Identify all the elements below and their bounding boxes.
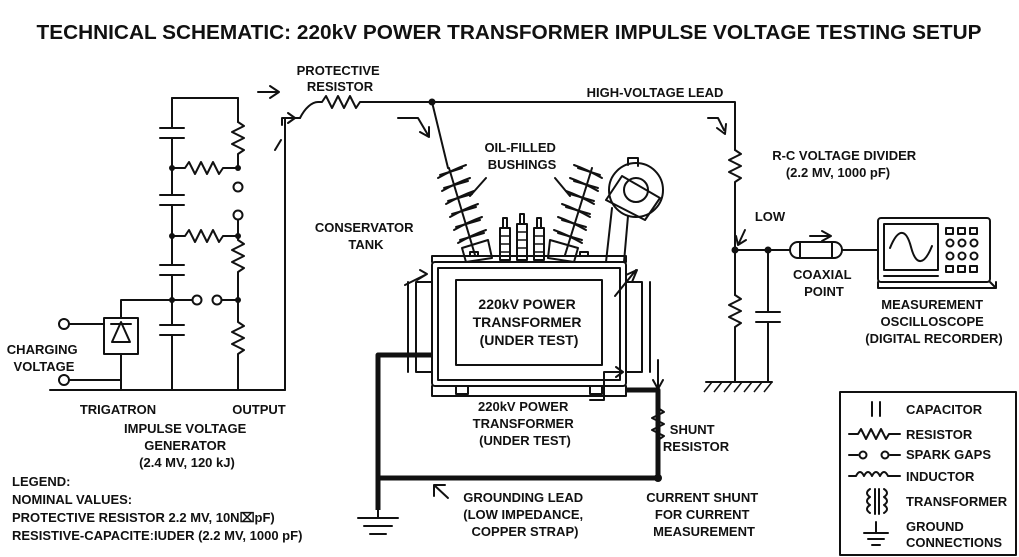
oil-filled-bushings-label: OIL-FILLED BUSHINGS	[484, 140, 559, 172]
legend-connections-label: CONNECTIONS	[906, 535, 1002, 550]
resistor-icon	[848, 428, 901, 440]
transformer-icon	[866, 488, 888, 515]
legend-spark-gaps-label: SPARK GAPS	[906, 447, 991, 462]
current-flow-arrows	[257, 85, 832, 499]
shunt-resistor-label: SHUNT RESISTOR	[663, 422, 730, 454]
protective-resistor	[299, 95, 433, 119]
symbol-legend: CAPACITOR RESISTOR SPARK GAPS INDUCTOR T…	[839, 391, 1017, 556]
legend-heading: LEGEND:	[12, 474, 71, 489]
charging-voltage-label: CHARGING VOLTAGE	[7, 342, 81, 374]
nominal-values-label: NOMINAL VALUES:	[12, 492, 132, 507]
high-voltage-lead-label: HIGH-VOLTAGE LEAD	[587, 85, 724, 100]
ground-symbol-main	[357, 509, 399, 535]
coaxial-point-label: COAXIAL POINT	[793, 267, 855, 299]
oscilloscope-label: MEASUREMENT OSCILLOSCOPE (DIGITAL RECORD…	[865, 297, 1002, 346]
capacitor-icon	[871, 401, 881, 417]
protective-resistor-label: PROTECTIVE RESISTOR	[297, 63, 384, 94]
legend-transformer-label: TRANSFORMER	[906, 494, 1008, 509]
conservator-tank-label: CONSERVATOR TANK	[315, 220, 417, 252]
trigatron-label: TRIGATRON	[80, 402, 156, 417]
grounding-lead-label: GROUNDING LEAD (LOW IMPEDANCE, COPPER ST…	[463, 490, 587, 539]
transformer-box-label: 220kV POWER TRANSFORMER (UNDER TEST)	[473, 296, 586, 348]
legend-ground-label: GROUND	[906, 519, 964, 534]
legend-inductor-label: INDUCTOR	[906, 469, 975, 484]
ground-icon	[863, 521, 889, 546]
legend-resistor-label: RESISTOR	[906, 427, 973, 442]
high-voltage-lead	[431, 101, 736, 151]
rc-voltage-divider	[703, 149, 791, 393]
page-title: TECHNICAL SCHEMATIC: 220kV POWER TRANSFO…	[37, 22, 982, 44]
coaxial-cable-icon	[789, 241, 879, 259]
lv-bushings-icon	[499, 213, 545, 261]
spark-gap-icon	[848, 450, 901, 460]
left-bushing-icon	[437, 164, 493, 263]
output-label: OUTPUT	[232, 402, 286, 417]
rc-divider-label: R-C VOLTAGE DIVIDER (2.2 MV, 1000 pF)	[772, 148, 920, 180]
inductor-icon	[848, 471, 901, 477]
impulse-generator	[49, 97, 301, 391]
generator-label: IMPULSE VOLTAGE GENERATOR (2.4 MV, 120 k…	[124, 421, 250, 470]
low-label: LOW	[755, 209, 786, 224]
protective-value-note: PROTECTIVE RESISTOR 2.2 MV, 10N⌧pF)	[12, 510, 275, 525]
legend-capacitor-label: CAPACITOR	[906, 402, 983, 417]
current-shunt-label: CURRENT SHUNT FOR CURRENT MEASUREMENT	[646, 490, 762, 539]
transformer-callout-label: 220kV POWER TRANSFORMER (UNDER TEST)	[473, 399, 578, 448]
shunt-resistor	[651, 399, 665, 461]
conservator-tank-icon	[605, 157, 664, 263]
oscilloscope-icon	[877, 217, 997, 289]
resistive-value-note: RESISTIVE-CAPACITEːIUDER (2.2 MV, 1000 p…	[12, 528, 302, 543]
